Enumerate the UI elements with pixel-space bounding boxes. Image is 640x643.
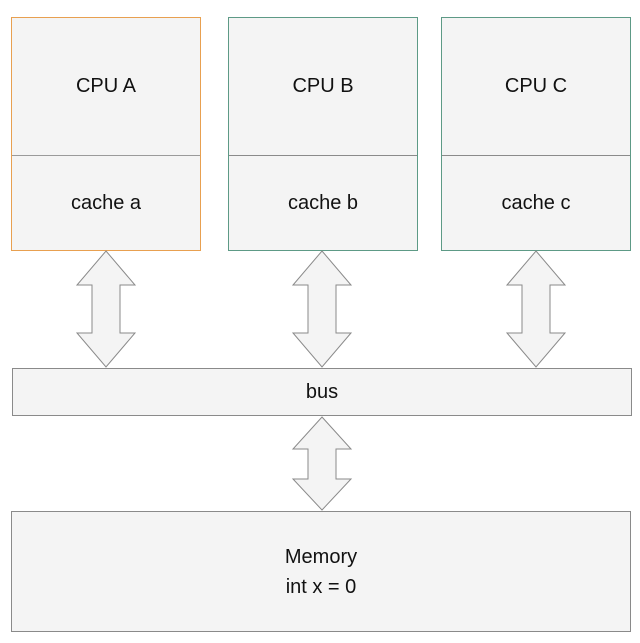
memory-label: Memory	[284, 545, 358, 568]
memory-block: Memory int x = 0	[11, 511, 631, 632]
cache-c-label: cache c	[501, 191, 571, 214]
cpu-a-label: CPU A	[12, 18, 200, 156]
cpu-b-label: CPU B	[229, 18, 417, 156]
cpu-b-block: CPU B cache b	[228, 17, 418, 251]
cache-a-label: cache a	[70, 191, 142, 214]
cache-b-bus-arrow-icon	[291, 250, 353, 368]
cpu-c-block: CPU C cache c	[441, 17, 631, 251]
cache-c-bus-arrow-icon	[505, 250, 567, 368]
cpu-c-label: CPU C	[442, 18, 630, 156]
bus-block: bus	[12, 368, 632, 416]
cache-a-bus-arrow-icon	[75, 250, 137, 368]
cache-b-label: cache b	[287, 191, 359, 214]
cpu-a-block: CPU A cache a	[11, 17, 201, 251]
bus-label: bus	[305, 380, 339, 403]
memory-content: int x = 0	[285, 575, 357, 598]
bus-memory-arrow-icon	[291, 416, 353, 511]
